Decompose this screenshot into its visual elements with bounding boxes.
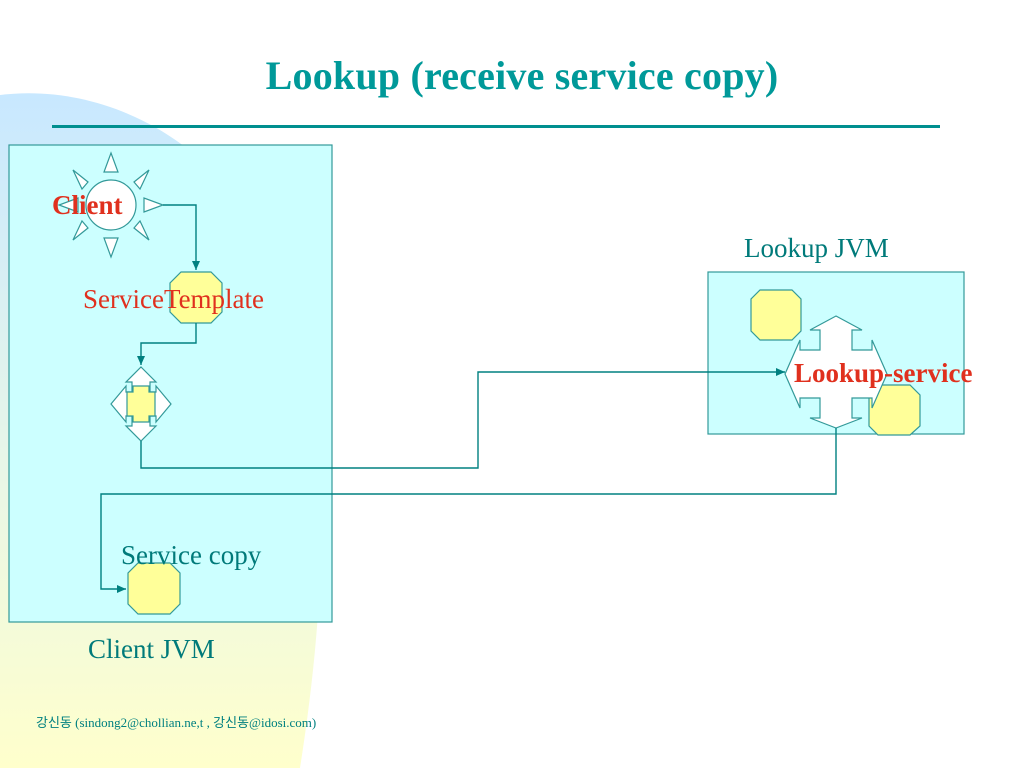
client-jvm-label: Client JVM: [88, 634, 215, 664]
service-copy-label: Service copy: [121, 540, 262, 570]
client-label: Client: [52, 190, 123, 220]
lookup-jvm-label: Lookup JVM: [744, 233, 889, 263]
proxy-to-lookup-connector: [140, 368, 785, 469]
service-template-label: ServiceTemplate: [83, 284, 265, 314]
lookup-service-label: Lookup-service: [794, 358, 973, 388]
footer-credit: 강신동 (sindong2@chollian.ne,t , 강신동@idosi.…: [36, 715, 317, 730]
service-template-shape: [169, 271, 223, 324]
client-jvm-box: [8, 144, 333, 623]
service-copy-shape: [127, 562, 181, 615]
lookup-to-copy-connector: [100, 428, 837, 593]
client-to-template-connector: [163, 204, 200, 270]
proxy-cross-icon: [110, 366, 172, 442]
slide-title: Lookup (receive service copy): [265, 53, 779, 98]
title-underline: [52, 125, 940, 128]
template-to-proxy-connector: [137, 323, 197, 365]
lookup-service-item-top: [750, 289, 802, 341]
lookup-service-item-bottom: [868, 384, 921, 436]
client-sun-icon: [57, 151, 165, 259]
